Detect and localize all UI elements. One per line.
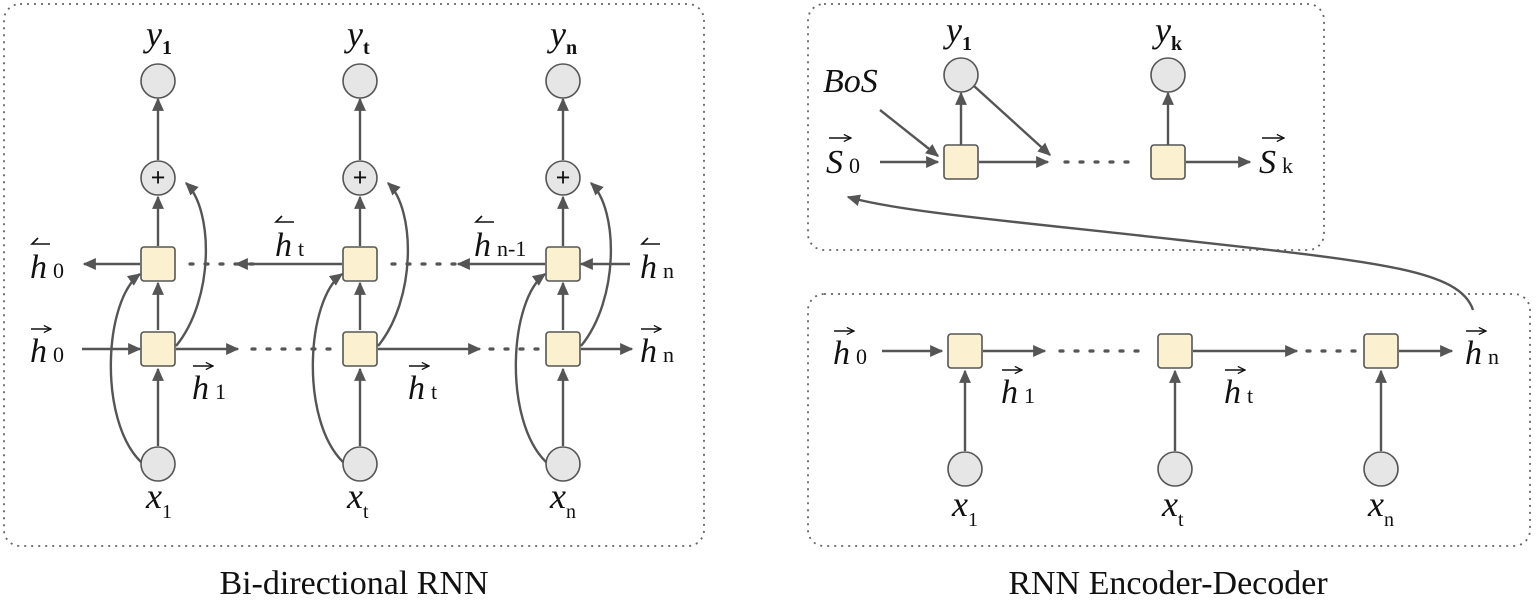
label-dec-y1: y1	[943, 10, 972, 55]
label-xt: xt	[346, 476, 369, 523]
svg-text:ht: ht	[1224, 374, 1253, 411]
svg-text:ht: ht	[408, 370, 437, 407]
decoder-cell-k	[1150, 144, 1186, 180]
svg-text:Sk: Sk	[1259, 144, 1293, 181]
svg-text:h1: h1	[192, 370, 226, 407]
backward-cell-t	[342, 246, 378, 282]
encoder-cell-1	[947, 333, 983, 369]
encoder-frame	[807, 293, 1531, 547]
encoder-cell-n	[1363, 333, 1399, 369]
svg-text:+: +	[353, 163, 368, 192]
plus-node-n: +	[545, 160, 581, 196]
svg-text:h0: h0	[833, 335, 867, 372]
label-yt: yt	[344, 14, 370, 59]
svg-text:hn-1: hn-1	[474, 227, 526, 264]
backward-cell-n	[545, 246, 581, 282]
svg-text:hn: hn	[640, 333, 674, 370]
svg-text:hn: hn	[1465, 335, 1499, 372]
bidirectional-frame	[3, 3, 705, 547]
input-node-x1	[140, 446, 176, 482]
label-x1: x1	[145, 476, 172, 523]
svg-text:+: +	[556, 163, 571, 192]
svg-text:hn: hn	[640, 249, 674, 286]
caption-encoder-decoder: RNN Encoder-Decoder	[1008, 565, 1328, 602]
label-enc-xt: xt	[1161, 484, 1184, 531]
label-y1: y1	[143, 14, 172, 59]
label-enc-xn: xn	[1367, 484, 1394, 531]
label-enc-x1: x1	[951, 484, 978, 531]
input-node-xn	[545, 446, 581, 482]
encoder-input-node-xn	[1363, 451, 1399, 487]
forward-cell-t	[342, 331, 378, 367]
label-xn: xn	[549, 476, 576, 523]
encoder-input-node-x1	[947, 451, 983, 487]
label-yn: yn	[547, 14, 577, 59]
svg-text:h0: h0	[30, 333, 64, 370]
forward-cell-1	[140, 331, 176, 367]
plus-node-t: +	[342, 160, 378, 196]
decoder-output-node-y1	[943, 57, 979, 93]
decoder-frame	[807, 3, 1325, 251]
label-dec-yk: yk	[1152, 10, 1183, 55]
svg-text:+: +	[151, 163, 166, 192]
svg-text:h1: h1	[1001, 374, 1035, 411]
caption-bidirectional: Bi-directional RNN	[219, 565, 488, 602]
input-node-xt	[342, 446, 378, 482]
plus-node-1: +	[140, 160, 176, 196]
svg-text:ht: ht	[275, 227, 304, 264]
label-bos: BoS	[823, 63, 878, 100]
decoder-cell-1	[943, 144, 979, 180]
decoder-output-node-yk	[1150, 57, 1186, 93]
forward-cell-n	[545, 331, 581, 367]
output-node-yn	[545, 63, 581, 99]
backward-cell-1	[140, 246, 176, 282]
encoder-input-node-xt	[1157, 451, 1193, 487]
encoder-cell-t	[1157, 333, 1193, 369]
svg-text:S0: S0	[826, 144, 860, 181]
output-node-y1	[140, 63, 176, 99]
context-arrow	[846, 194, 1475, 311]
output-node-yt	[342, 63, 378, 99]
svg-text:h0: h0	[30, 249, 64, 286]
